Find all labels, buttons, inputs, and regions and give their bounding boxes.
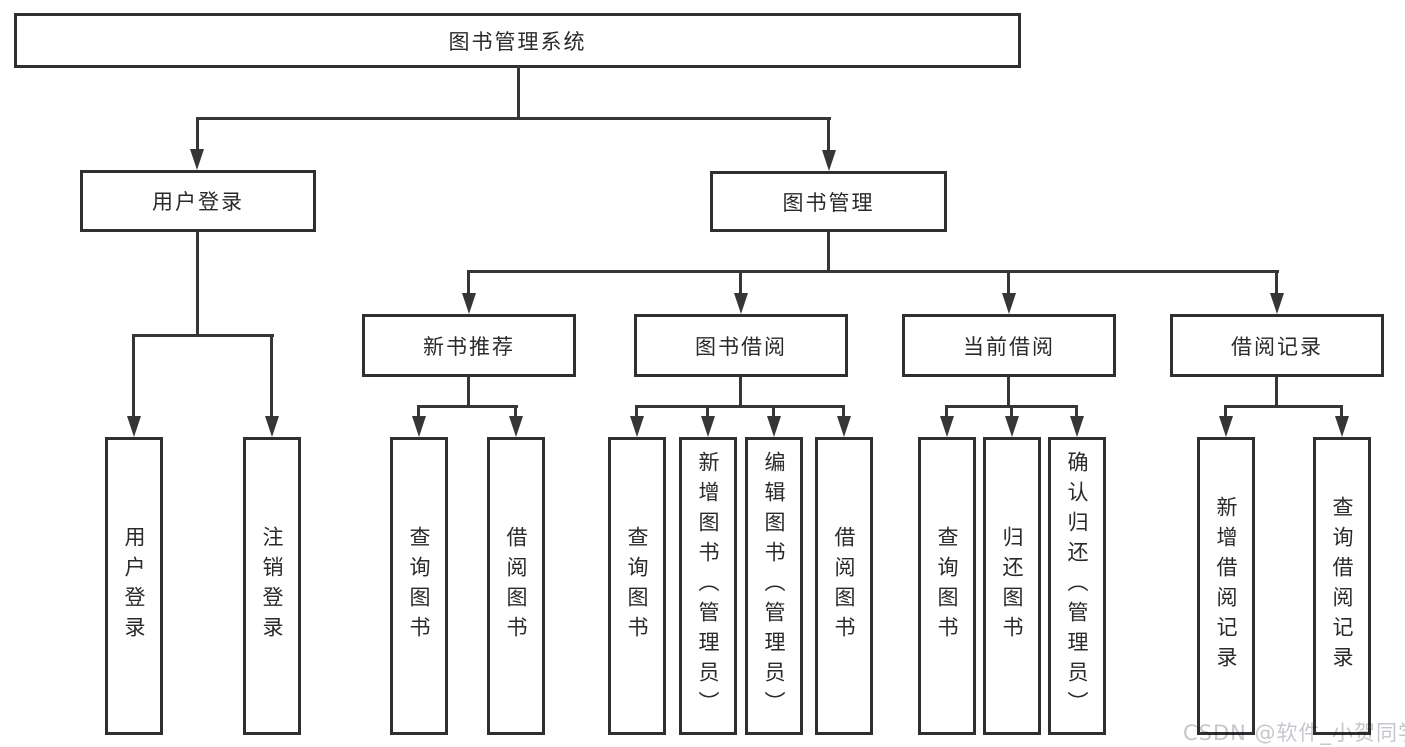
connector-drop-book-borrow — [739, 270, 742, 296]
arrowhead — [822, 150, 836, 171]
leaf-query-borrow-record: 查询借阅记录 — [1313, 437, 1371, 735]
node-library-management-system: 图书管理系统 — [14, 13, 1021, 68]
arrowhead — [701, 416, 715, 437]
connector-current-borrow-stub — [1007, 377, 1010, 408]
branch-book-borrow: 图书借阅 — [634, 314, 848, 377]
arrowhead — [462, 293, 476, 314]
connector-drop-current-borrow — [1007, 270, 1010, 296]
arrowhead — [734, 293, 748, 314]
connector-drop-borrow-records — [1275, 270, 1278, 296]
arrowhead — [1002, 293, 1016, 314]
branch-current-borrow: 当前借阅 — [902, 314, 1116, 377]
csdn-watermark: CSDN @软件_小贺同学 — [1183, 721, 1405, 745]
arrowhead — [837, 416, 851, 437]
leaf-query-books-borrow: 查询图书 — [608, 437, 666, 735]
connector-book-borrow-stub — [739, 377, 742, 408]
connector-drop-leaf — [842, 405, 845, 418]
arrowhead — [1070, 416, 1084, 437]
leaf-query-books-current: 查询图书 — [918, 437, 976, 735]
connector-drop-book-management — [827, 117, 830, 153]
connector-user-login-horizontal — [132, 334, 274, 337]
connector-drop-leaf — [945, 405, 948, 418]
arrowhead — [509, 416, 523, 437]
connector-user-login-stub — [196, 232, 199, 337]
branch-borrow-records: 借阅记录 — [1170, 314, 1384, 377]
connector-drop-leaf — [1075, 405, 1078, 418]
leaf-borrow-books-recommend: 借阅图书 — [487, 437, 545, 735]
connector-drop-user-login — [196, 117, 199, 152]
connector-new-book-horizontal — [417, 405, 518, 408]
connector-drop-leaf — [1224, 405, 1227, 418]
branch-book-management: 图书管理 — [710, 171, 947, 232]
leaf-add-borrow-record: 新增借阅记录 — [1197, 437, 1255, 735]
arrowhead — [1270, 293, 1284, 314]
leaf-confirm-return-admin: 确认归还（管理员） — [1048, 437, 1106, 735]
branch-user-login: 用户登录 — [80, 170, 316, 232]
branch-new-book-recommend: 新书推荐 — [362, 314, 576, 377]
arrowhead — [1219, 416, 1233, 437]
connector-root-horizontal — [196, 117, 831, 120]
arrowhead — [630, 416, 644, 437]
leaf-edit-books-admin: 编辑图书（管理员） — [745, 437, 803, 735]
connector-drop-new-book — [467, 270, 470, 296]
leaf-logout: 注销登录 — [243, 437, 301, 735]
connector-borrow-records-horizontal — [1224, 405, 1343, 408]
connector-drop-leaf — [1340, 405, 1343, 418]
arrowhead — [767, 416, 781, 437]
leaf-user-login: 用户登录 — [105, 437, 163, 735]
connector-drop-logout-leaf — [270, 334, 273, 418]
connector-drop-leaf — [706, 405, 709, 418]
connector-drop-leaf — [1010, 405, 1013, 418]
arrowhead — [127, 416, 141, 437]
connector-drop-leaf — [635, 405, 638, 418]
connector-drop-leaf — [417, 405, 420, 418]
arrowhead — [1335, 416, 1349, 437]
leaf-add-books-admin: 新增图书（管理员） — [679, 437, 737, 735]
connector-book-borrow-horizontal — [635, 405, 845, 408]
connector-book-management-stub — [827, 232, 830, 273]
arrowhead — [940, 416, 954, 437]
arrowhead — [1005, 416, 1019, 437]
leaf-borrow-books: 借阅图书 — [815, 437, 873, 735]
arrowhead — [412, 416, 426, 437]
connector-drop-login-leaf — [132, 334, 135, 418]
leaf-return-books: 归还图书 — [983, 437, 1041, 735]
connector-new-book-stub — [467, 377, 470, 408]
leaf-query-books-recommend: 查询图书 — [390, 437, 448, 735]
connector-drop-leaf — [514, 405, 517, 418]
connector-borrow-records-stub — [1275, 377, 1278, 408]
arrowhead — [265, 416, 279, 437]
connector-book-management-horizontal — [467, 270, 1279, 273]
connector-drop-leaf — [772, 405, 775, 418]
arrowhead — [190, 149, 204, 170]
connector-root-stub — [517, 66, 520, 119]
